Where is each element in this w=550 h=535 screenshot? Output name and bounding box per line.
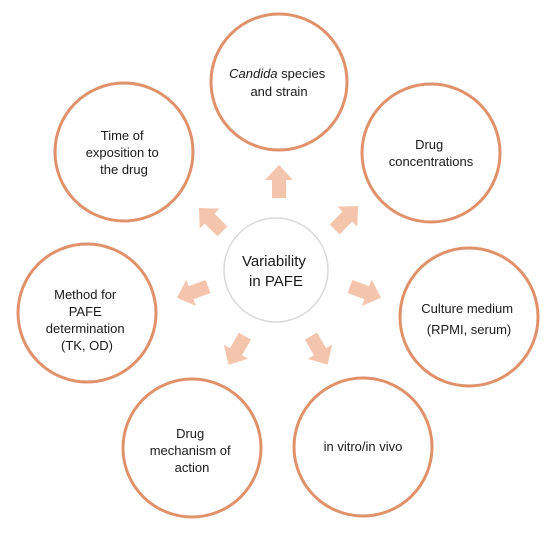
arrow-to-method (177, 279, 211, 306)
exposition-line-2: exposition to (86, 145, 159, 160)
mechanism-line-3: action (175, 460, 210, 475)
node-method: Method for PAFE determination (TK, OD) (16, 242, 158, 384)
method-line-1: Method for (54, 287, 117, 302)
medium-line-2: (RPMI, serum) (427, 322, 512, 337)
node-medium-label: Culture medium (RPMI, serum) (421, 301, 516, 337)
node-vitro-vivo: in vitro/in vivo (292, 376, 434, 518)
concentrations-line-2: concentrations (389, 154, 474, 169)
center-label: Variability in PAFE (242, 253, 310, 290)
arrows (177, 165, 381, 365)
node-concentrations-label: Drug concentrations (389, 137, 474, 169)
node-exposition: Time of exposition to the drug (53, 81, 195, 223)
arrow-to-exposition (198, 207, 228, 237)
node-exposition-label: Time of exposition to the drug (86, 128, 163, 177)
method-line-3: determination (46, 321, 125, 336)
node-species-label: Candida species and strain (229, 66, 329, 99)
node-medium: Culture medium (RPMI, serum) (398, 246, 540, 388)
concentrations-line-1: Drug (415, 137, 443, 152)
mechanism-line-1: Drug (176, 426, 204, 441)
node-method-label: Method for PAFE determination (TK, OD) (46, 287, 128, 353)
mechanism-line-2: mechanism of (150, 443, 231, 458)
species-line-2: and strain (250, 84, 307, 99)
vitro-vivo-line-1: in vitro/in vivo (324, 439, 403, 454)
arrow-to-species (265, 165, 293, 198)
arrow-to-vitro-vivo (304, 332, 333, 365)
method-line-4: (TK, OD) (61, 338, 113, 353)
node-species: Candida species and strain (209, 12, 349, 152)
arrow-to-mechanism (223, 332, 252, 365)
species-italic-word: Candida (229, 66, 277, 81)
species-line1-rest: species (278, 66, 326, 81)
center-node: Variability in PAFE (223, 217, 329, 323)
medium-line-1: Culture medium (421, 301, 513, 316)
center-line-1: Variability (242, 253, 306, 270)
node-vitro-vivo-label: in vitro/in vivo (324, 439, 403, 454)
center-line-2: in PAFE (249, 273, 303, 290)
node-mechanism-label: Drug mechanism of action (150, 426, 235, 475)
arrow-to-concentrations (329, 205, 359, 235)
node-concentrations: Drug concentrations (360, 82, 502, 224)
exposition-line-1: Time of (101, 128, 144, 143)
method-line-2: PAFE (69, 304, 102, 319)
exposition-line-3: the drug (100, 162, 148, 177)
arrow-to-medium (347, 279, 381, 306)
node-mechanism: Drug mechanism of action (121, 377, 263, 519)
